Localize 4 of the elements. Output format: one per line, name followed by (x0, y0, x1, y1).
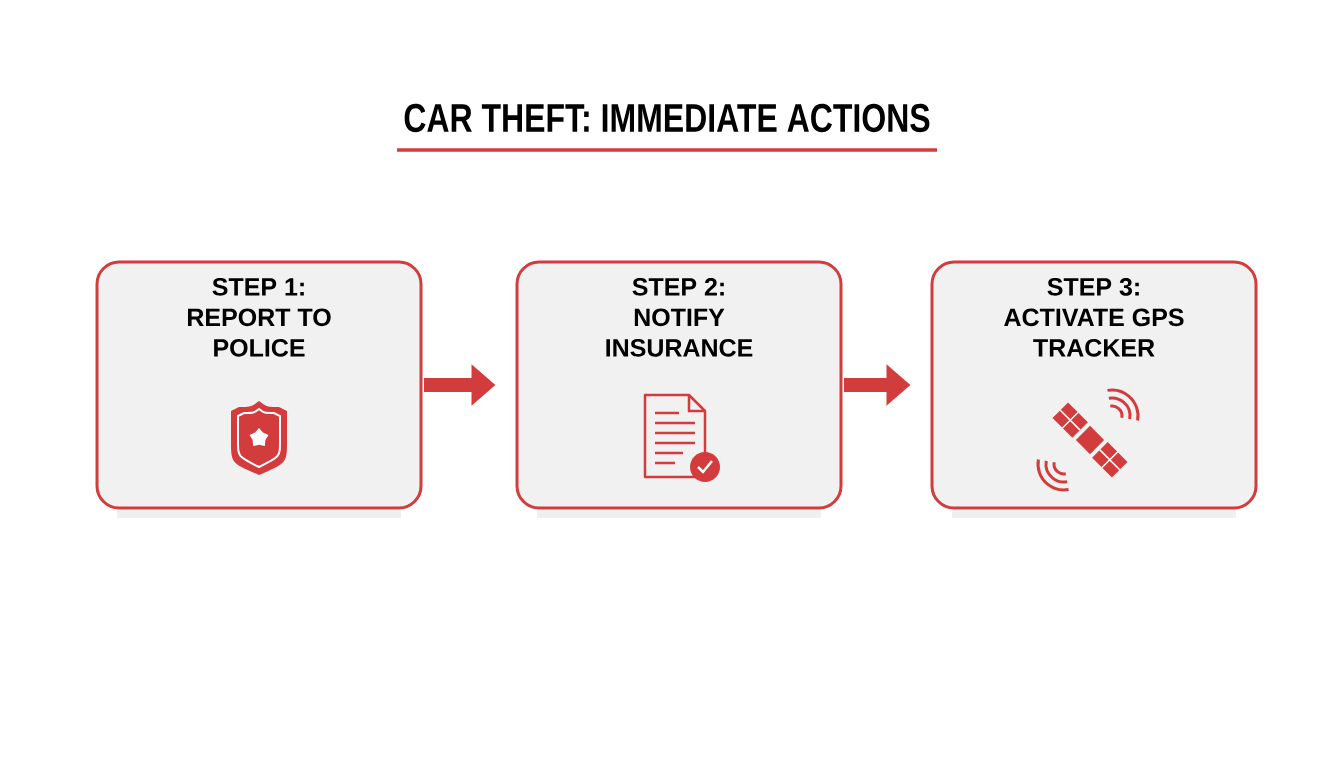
step-box: STEP 1: REPORT TO POLICE (95, 260, 423, 510)
step-box: STEP 2: NOTIFY INSURANCE (515, 260, 843, 510)
step-box: STEP 3: ACTIVATE GPS TRACKER (930, 260, 1258, 510)
title: CAR THEFT: IMMEDIATE ACTIONS (404, 103, 930, 133)
